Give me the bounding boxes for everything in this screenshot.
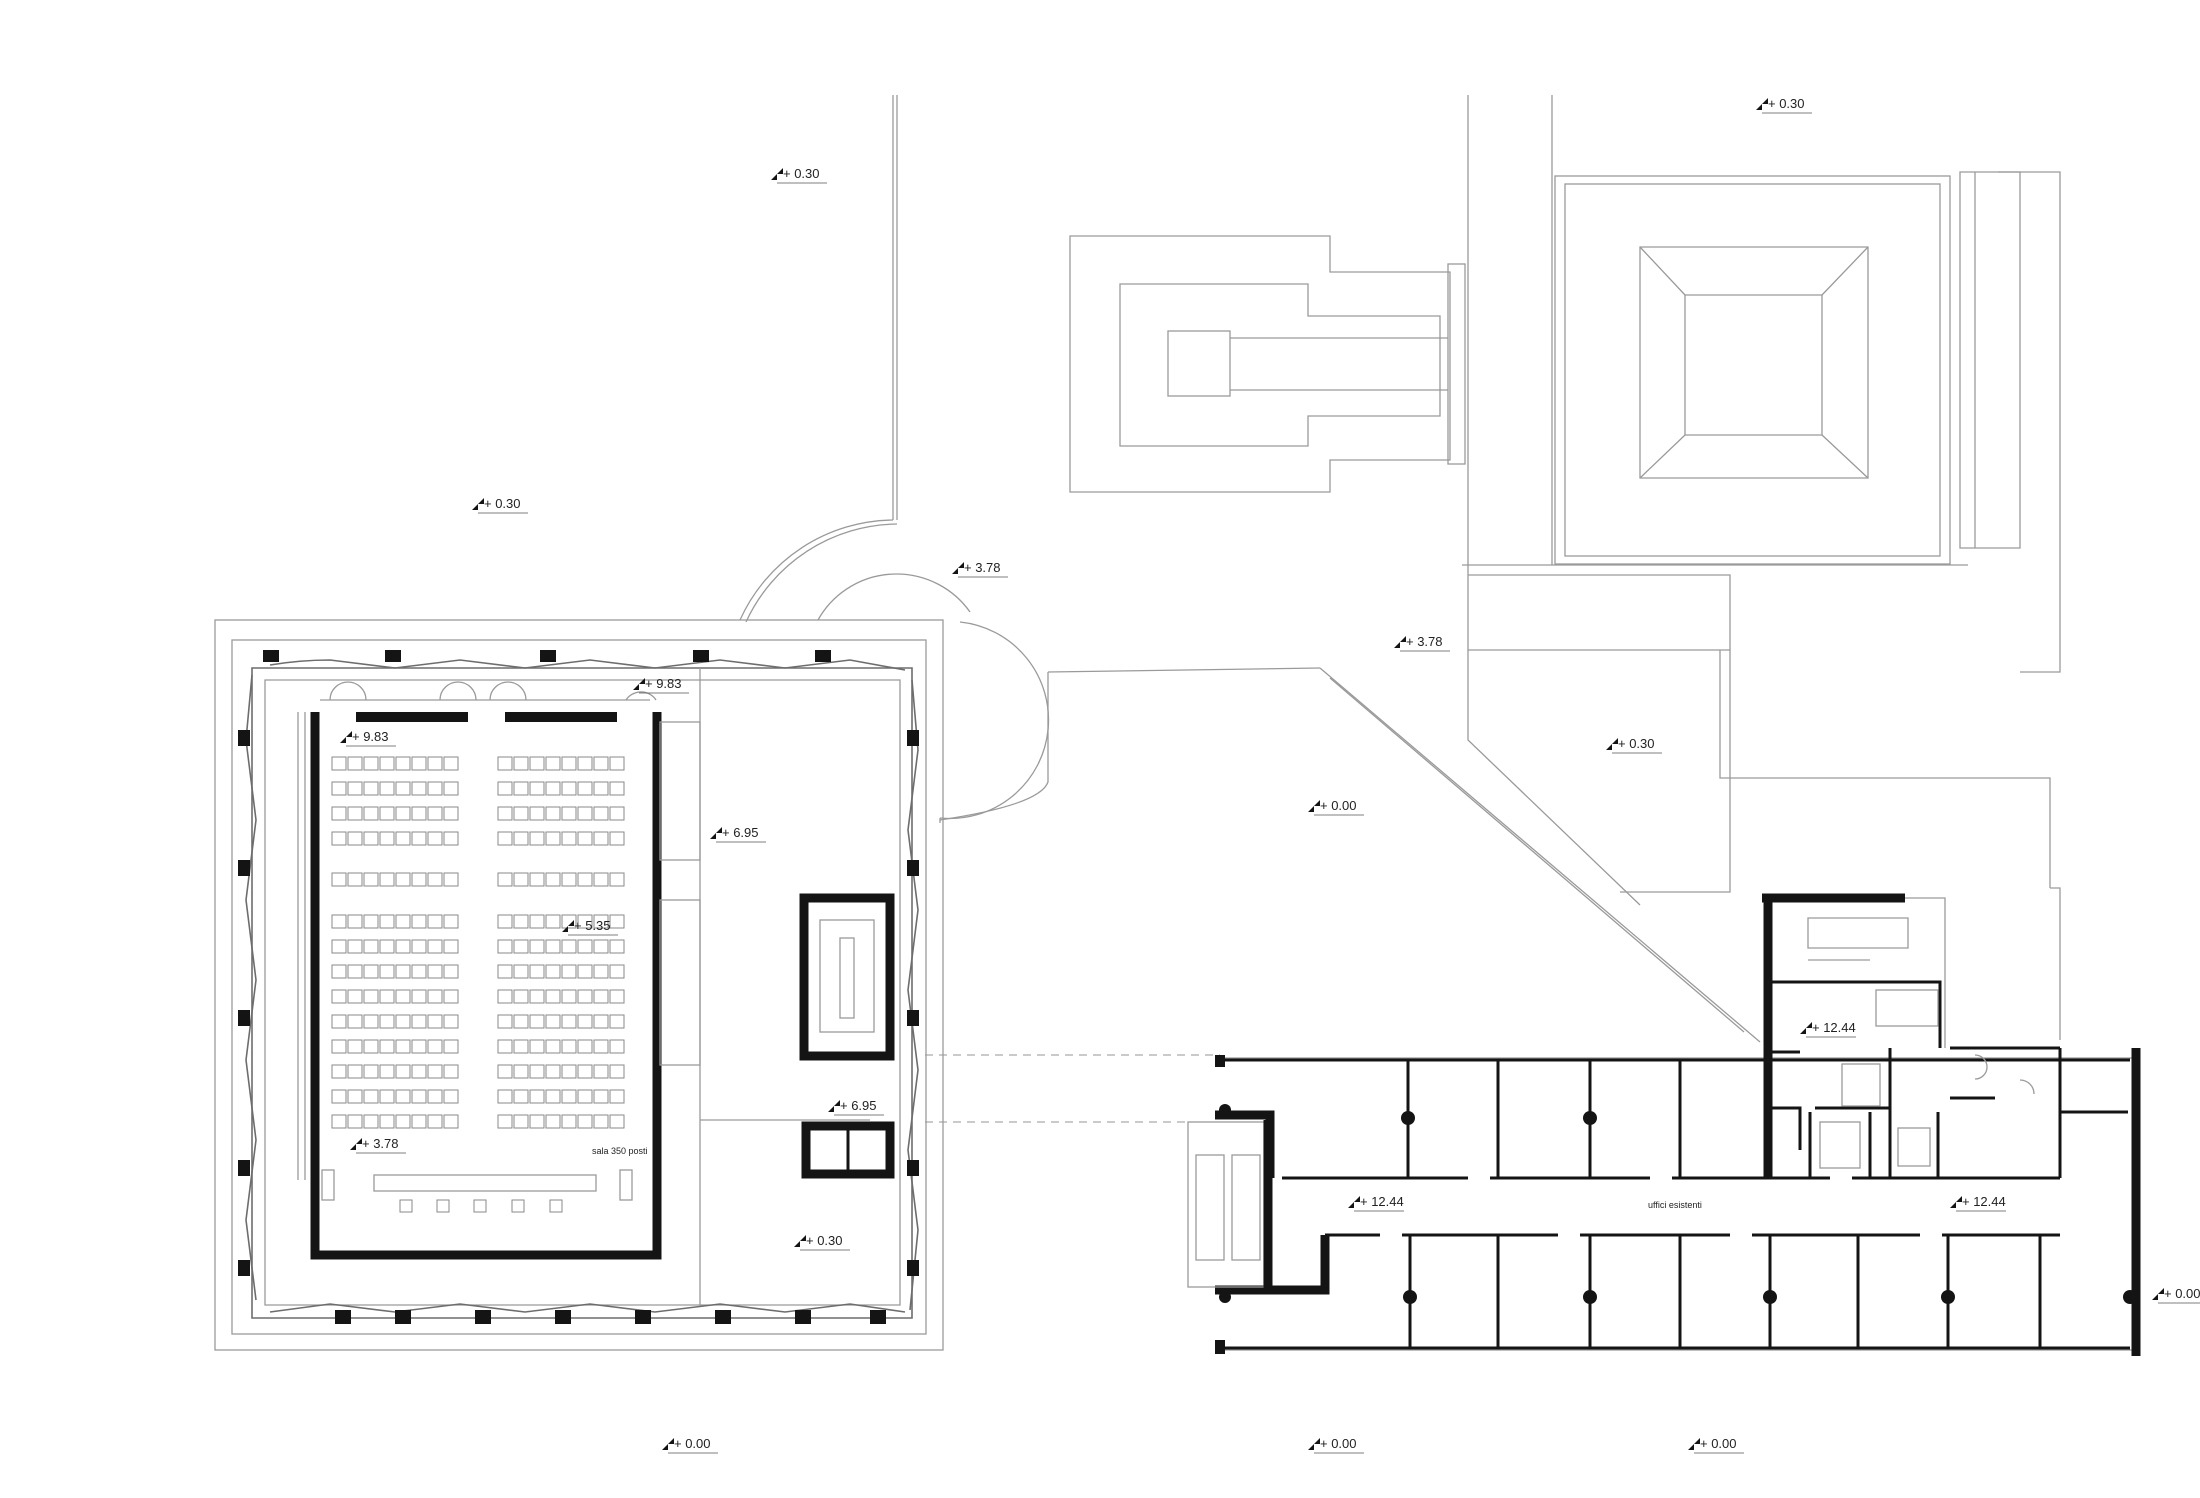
level-marker-icon bbox=[350, 1138, 362, 1150]
level-label: + 0.00 bbox=[1320, 798, 1357, 813]
level-label: + 0.30 bbox=[484, 496, 521, 511]
level-marker-icon bbox=[1950, 1196, 1962, 1208]
level-marker-icon bbox=[1348, 1196, 1360, 1208]
level-marker-icon bbox=[1308, 800, 1320, 812]
level-label: + 3.78 bbox=[964, 560, 1001, 575]
level-marker-icon bbox=[710, 827, 722, 839]
level-label: + 0.30 bbox=[783, 166, 820, 181]
level-label: + 12.44 bbox=[1812, 1020, 1856, 1035]
level-marker-icon bbox=[1756, 98, 1768, 110]
level-marker-icon bbox=[1606, 738, 1618, 750]
level-label: + 9.83 bbox=[352, 729, 389, 744]
level-label: + 6.95 bbox=[722, 825, 759, 840]
level-markers bbox=[340, 98, 2200, 1454]
site-outline bbox=[739, 95, 1761, 1043]
level-label: + 12.44 bbox=[1962, 1194, 2006, 1209]
monument-structure bbox=[1069, 95, 2061, 1040]
hall-label: sala 350 posti bbox=[592, 1146, 648, 1156]
auditorium-building bbox=[214, 619, 944, 1351]
level-label: + 5.35 bbox=[574, 918, 611, 933]
level-label: + 0.00 bbox=[674, 1436, 711, 1451]
level-label: + 0.30 bbox=[1768, 96, 1805, 111]
level-label: + 9.83 bbox=[645, 676, 682, 691]
level-label: + 0.30 bbox=[1618, 736, 1655, 751]
level-label: + 12.44 bbox=[1360, 1194, 1404, 1209]
level-marker-icon bbox=[662, 1438, 674, 1450]
level-labels: + 0.30 + 0.30 + 0.30 + 3.78 + 3.78 + 0.3… bbox=[352, 96, 2200, 1451]
level-label: + 0.30 bbox=[806, 1233, 843, 1248]
level-marker-icon bbox=[1800, 1022, 1812, 1034]
level-marker-icon bbox=[633, 678, 645, 690]
level-marker-icon bbox=[472, 498, 484, 510]
level-marker-icon bbox=[562, 920, 574, 932]
level-marker-icon bbox=[771, 168, 783, 180]
level-label: + 0.00 bbox=[1320, 1436, 1357, 1451]
level-label: + 6.95 bbox=[840, 1098, 877, 1113]
level-label: + 3.78 bbox=[1406, 634, 1443, 649]
level-marker-icon bbox=[2152, 1288, 2164, 1300]
level-marker-icon bbox=[794, 1235, 806, 1247]
level-label: + 3.78 bbox=[362, 1136, 399, 1151]
level-label: + 0.00 bbox=[2164, 1286, 2200, 1301]
level-marker-icon bbox=[1688, 1438, 1700, 1450]
offices-label: uffici esistenti bbox=[1648, 1200, 1702, 1210]
level-marker-icon bbox=[1308, 1438, 1320, 1450]
level-marker-icon bbox=[952, 562, 964, 574]
level-label: + 0.00 bbox=[1700, 1436, 1737, 1451]
office-building bbox=[1187, 893, 2141, 1356]
level-marker-icon bbox=[828, 1100, 840, 1112]
level-marker-icon bbox=[1394, 636, 1406, 648]
level-marker-icon bbox=[340, 731, 352, 743]
